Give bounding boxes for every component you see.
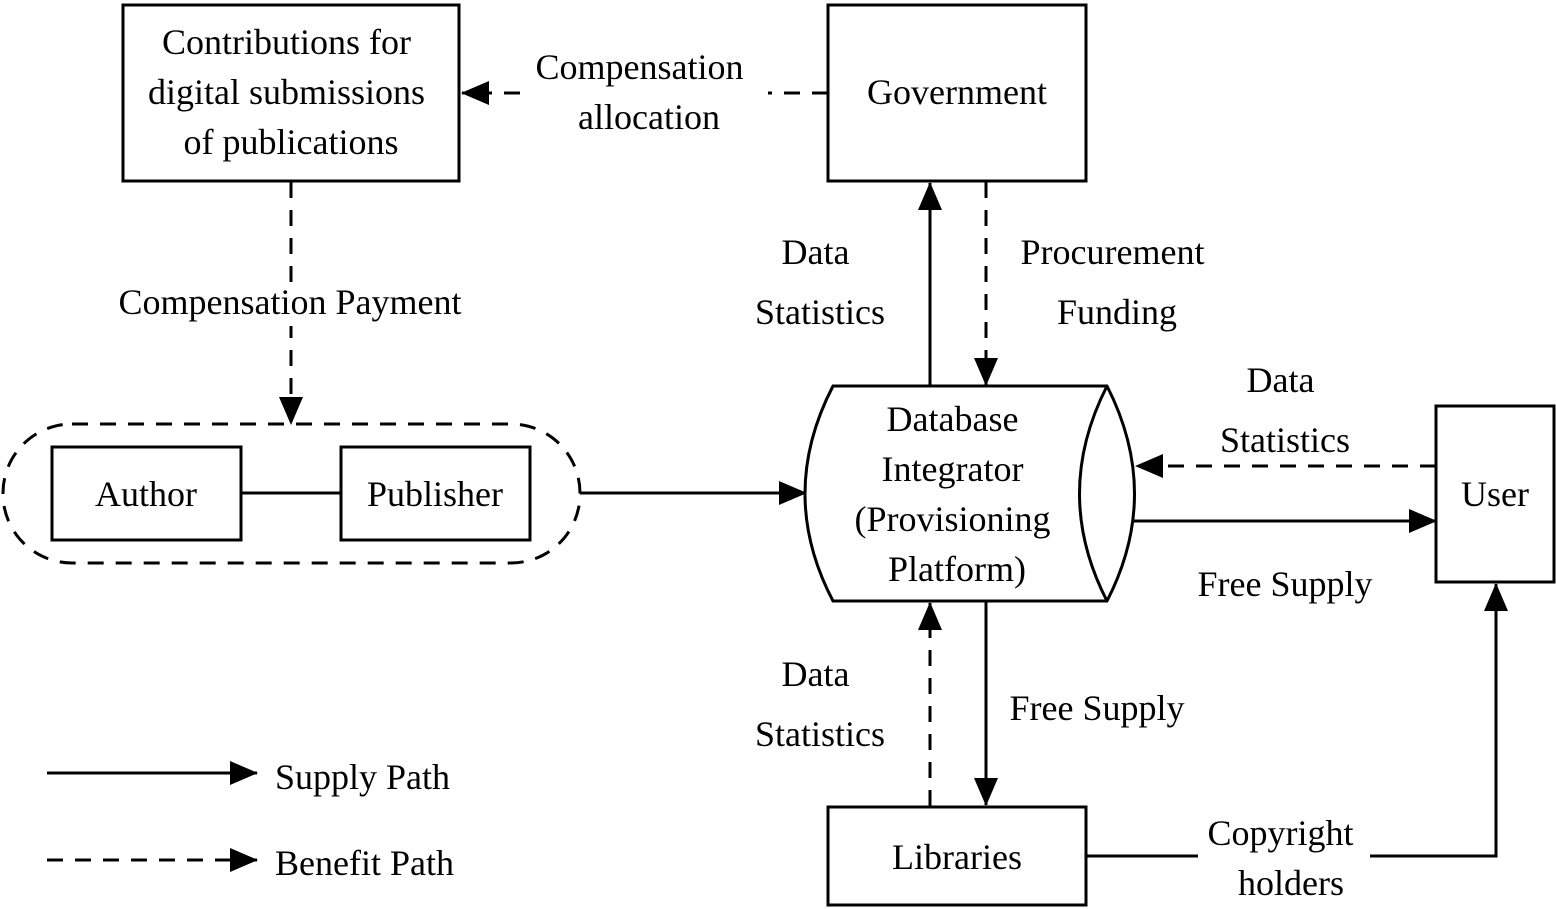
data-statistics-gov-label: Data Statistics <box>755 232 885 332</box>
author-publisher-group <box>1 422 582 565</box>
data-statistics-user-label: Data Statistics <box>1220 360 1350 460</box>
database-integrator-face <box>1078 385 1109 602</box>
user-box <box>1434 404 1556 584</box>
data-statistics-lib-label: Data Statistics <box>755 654 885 754</box>
database-integrator-label: Database Integrator (Provisioning Platfo… <box>854 399 1059 589</box>
libraries-box <box>826 805 1088 907</box>
compensation-payment-label-bg <box>88 282 492 326</box>
contributions-box <box>121 3 461 183</box>
compensation-payment-label: Compensation Payment <box>119 282 462 322</box>
procurement-funding-label: Procurement Funding <box>1021 232 1214 332</box>
government-box <box>826 3 1088 183</box>
compensation-allocation-label-bg <box>520 48 768 142</box>
copyright-holders-label-bg <box>1198 812 1370 909</box>
publisher-label: Publisher <box>367 474 503 514</box>
user-label: User <box>1461 474 1529 514</box>
publisher-box <box>339 445 532 542</box>
libraries-label: Libraries <box>892 837 1022 877</box>
contributions-label: Contributions for digital submissions of… <box>148 22 434 162</box>
compensation-allocation-label: Compensation allocation <box>536 47 753 137</box>
copyright-holders-label: Copyright holders <box>1207 813 1362 903</box>
legend-benefit-label: Benefit Path <box>275 843 454 883</box>
author-label: Author <box>95 474 197 514</box>
free-supply-user-label: Free Supply <box>1198 564 1373 604</box>
legend-supply-label: Supply Path <box>275 757 450 797</box>
free-supply-lib-label: Free Supply <box>1010 688 1185 728</box>
government-label: Government <box>867 72 1047 112</box>
